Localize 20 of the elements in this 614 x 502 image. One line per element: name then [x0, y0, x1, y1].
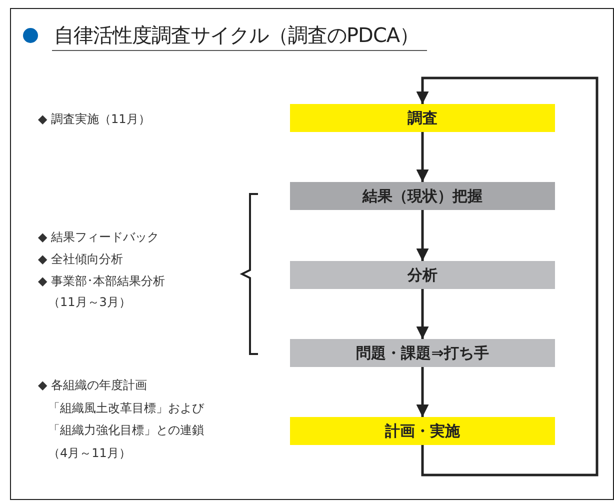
- note-text: ◆ 結果フィードバック: [38, 229, 160, 246]
- process-box: 分析: [290, 261, 555, 289]
- note-text: ◆ 各組織の年度計画: [38, 377, 148, 394]
- note-text: ◆ 全社傾向分析: [38, 251, 124, 268]
- process-box: 調査: [290, 104, 555, 132]
- process-box: 結果（現状）把握: [290, 182, 555, 210]
- arrow: [416, 132, 429, 182]
- arrow: [416, 76, 598, 476]
- note-text: 「組織力強化目標」との連鎖: [48, 422, 204, 439]
- arrow: [416, 210, 429, 261]
- note-text: 「組織風土改革目標」および: [48, 400, 204, 417]
- note-text: （11月～3月）: [48, 294, 131, 311]
- note-text: ◆ 事業部･本部結果分析: [38, 273, 166, 290]
- arrow: [416, 289, 429, 339]
- process-box: 問題・課題⇒打ち手: [290, 339, 555, 367]
- process-box: 計画・実施: [290, 417, 555, 445]
- note-text: （4月～11月）: [48, 445, 131, 462]
- arrow: [416, 367, 429, 417]
- note-text: ◆ 調査実施（11月）: [38, 111, 150, 128]
- title: 自律活性度調査サイクル（調査のPDCA）: [52, 22, 428, 51]
